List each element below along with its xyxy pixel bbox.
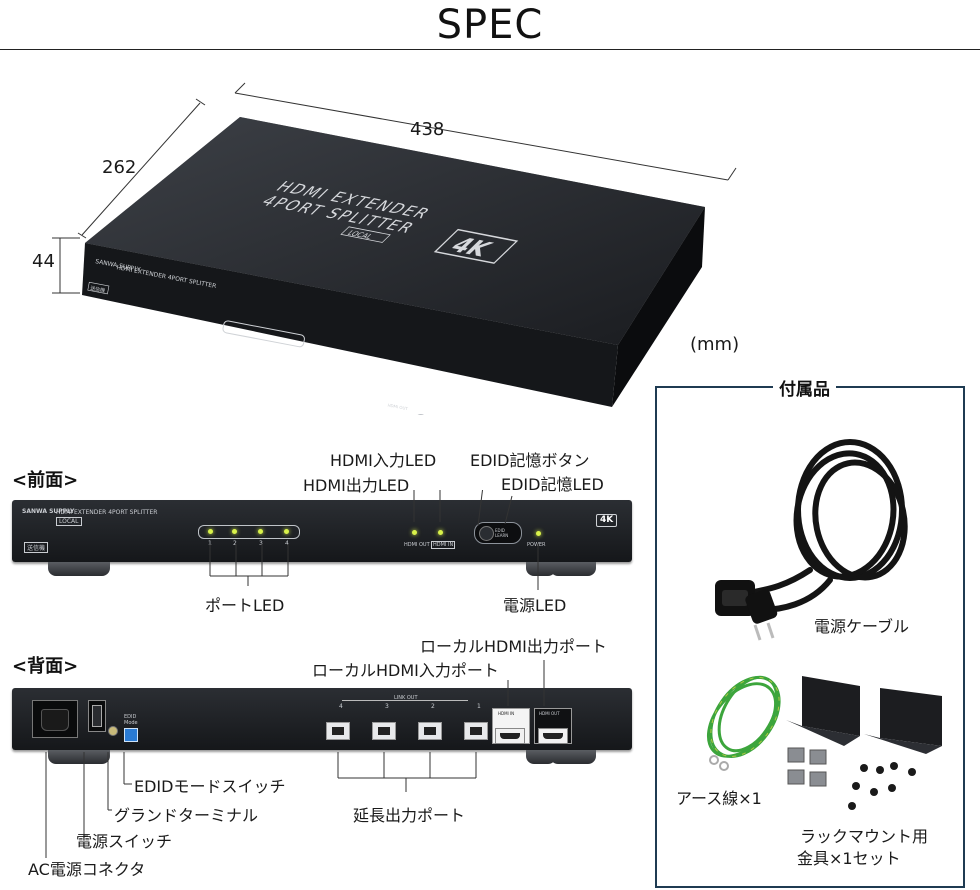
rear-leader-lines	[45, 660, 545, 858]
top-print-tag: LOCAL	[345, 229, 375, 240]
port-led-3	[258, 529, 263, 534]
front-brand: SANWA SUPPLY	[22, 508, 75, 515]
label-power-led: 電源LED	[503, 596, 567, 615]
label-rack-mount-line1: ラックマウント用	[800, 827, 929, 846]
hdmi-out-led	[412, 530, 417, 535]
label-edid-button: EDID記憶ボタン	[470, 451, 590, 470]
screws	[848, 762, 916, 810]
front-model: HDMI EXTENDER 4PORT SPLITTER	[56, 509, 158, 516]
edid-mode-label: EDID Mode	[124, 714, 138, 726]
link-out-port-2[interactable]	[418, 722, 442, 740]
front-heading: <前面>	[12, 470, 79, 491]
front-4k-badge: 4K	[596, 514, 618, 527]
device-3d-view: HDMI EXTENDER 4PORT SPLITTER LOCAL 4K SA…	[32, 82, 737, 415]
label-extension-ports: 延長出力ポート	[353, 806, 466, 825]
ground-terminal[interactable]	[108, 726, 118, 736]
rear-heading: <背面>	[12, 656, 79, 677]
front-foot-right-2	[550, 562, 596, 576]
front-sender-tag: 送信機	[24, 542, 49, 553]
ac-inlet[interactable]	[32, 700, 78, 738]
link-out-port-1[interactable]	[464, 722, 488, 740]
cable-plug	[745, 589, 778, 624]
link-out-port-4[interactable]	[326, 722, 350, 740]
svg-text:HDMI OUT: HDMI OUT	[387, 402, 409, 411]
dimension-depth: 262	[102, 157, 136, 178]
dimension-width: 438	[410, 119, 444, 140]
bracket-right	[880, 688, 942, 746]
device-right-side	[612, 207, 705, 407]
bracket-left	[802, 676, 860, 736]
label-power-cable: 電源ケーブル	[814, 617, 910, 636]
dimension-lines	[52, 82, 737, 294]
ground-wire-image	[706, 675, 781, 771]
front-panel: SANWA SUPPLY HDMI EXTENDER 4PORT SPLITTE…	[12, 500, 632, 562]
title-divider	[0, 49, 980, 50]
page-title: SPEC	[436, 2, 544, 48]
label-rack-mount-line2: 金具×1セット	[797, 849, 901, 868]
rear-foot-right-1	[526, 750, 556, 764]
label-ac-connector: AC電源コネクタ	[28, 860, 146, 879]
rear-hdmi-out-port[interactable]	[538, 728, 568, 744]
front-tag: LOCAL	[56, 517, 82, 526]
label-local-hdmi-out: ローカルHDMI出力ポート	[420, 637, 607, 656]
port-led-2	[232, 529, 237, 534]
label-hdmi-in-led: HDMI入力LED	[330, 451, 437, 470]
accessories-heading: 付属品	[773, 375, 836, 400]
cage-nuts	[787, 747, 827, 787]
rear-panel: EDID Mode LINK OUT 4 3 2 1 HDMI IN HDMI …	[12, 688, 632, 750]
power-led	[536, 531, 541, 536]
label-power-switch: 電源スイッチ	[76, 832, 173, 851]
label-port-led: ポートLED	[205, 596, 285, 615]
label-hdmi-out-led: HDMI出力LED	[303, 476, 410, 495]
label-ground-terminal: グランドターミナル	[114, 806, 259, 825]
rear-foot-right-2	[550, 750, 596, 764]
port-led-window	[198, 525, 300, 539]
rear-foot-left-2	[80, 750, 110, 764]
hdmi-in-led	[438, 530, 443, 535]
dimension-height: 44	[32, 251, 55, 272]
power-cable-image	[715, 439, 908, 641]
link-out-label: LINK OUT	[394, 695, 418, 701]
port-led-1	[208, 529, 213, 534]
rack-mount-image	[786, 676, 942, 810]
svg-text:送信機: 送信機	[90, 285, 106, 295]
link-out-port-3[interactable]	[372, 722, 396, 740]
port-led-4	[284, 529, 289, 534]
edid-learn-button[interactable]: EDID LEARN	[474, 522, 522, 544]
label-ground-wire: アース線×1	[676, 789, 762, 808]
device-front-face	[82, 243, 618, 407]
unit-label: (mm)	[690, 334, 740, 355]
label-edid-mode-switch: EDIDモードスイッチ	[134, 777, 286, 796]
front-leader-lines	[209, 490, 539, 590]
front-foot-right-1	[526, 562, 556, 576]
power-switch[interactable]	[88, 700, 106, 732]
label-edid-led: EDID記憶LED	[501, 475, 604, 494]
edid-mode-switch[interactable]	[124, 728, 138, 742]
label-local-hdmi-in: ローカルHDMI入力ポート	[312, 661, 499, 680]
front-foot-left-2	[80, 562, 110, 576]
rear-hdmi-in-port[interactable]	[495, 728, 525, 744]
